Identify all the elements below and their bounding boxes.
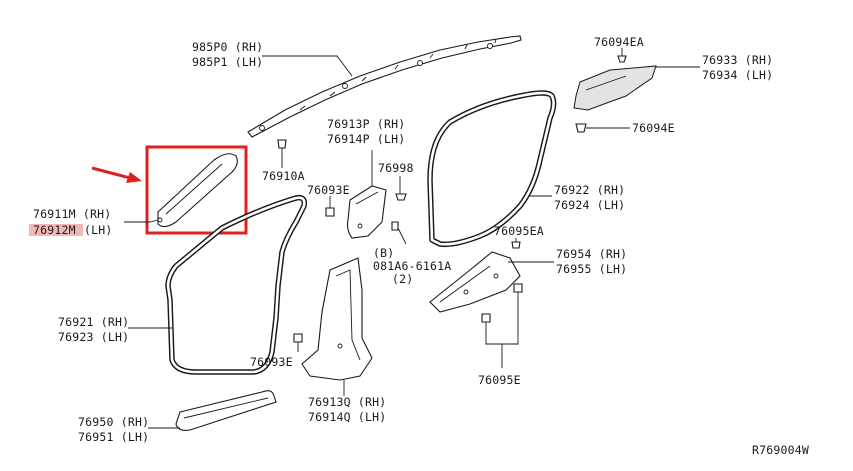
label-76095ea: 76095EA: [494, 224, 544, 238]
clip-76093e-bottom: [293, 333, 303, 352]
label-76093e-top: 76093E: [307, 183, 350, 197]
c-pillar-garnish: [573, 65, 657, 111]
clip-76095ea: [511, 238, 521, 249]
rear-kick-plate: [429, 251, 521, 313]
bolt-081a6: [391, 221, 407, 245]
label-bolt-callout: (B): [373, 246, 394, 260]
clip-76998: [395, 176, 407, 201]
label-rear-kick-lh: 76955 (LH): [556, 262, 627, 276]
b-pillar-lower-garnish: [301, 257, 373, 381]
label-c-pillar-lh: 76934 (LH): [702, 68, 773, 82]
label-b-upper-rh: 76913P (RH): [327, 117, 405, 131]
label-c-pillar-rh: 76933 (RH): [702, 53, 773, 67]
label-76093e-bottom: 76093E: [250, 355, 293, 369]
label-b-upper-lh: 76914P (LH): [327, 132, 405, 146]
label-kick-rh: 76950 (RH): [78, 415, 149, 429]
label-a-pillar-lh-side: (LH): [84, 223, 113, 237]
clip-76093e-top: [325, 196, 335, 217]
leader-a-pillar: [124, 219, 159, 223]
label-b-lower-rh: 76913Q (RH): [308, 395, 386, 409]
clip-76094e: [575, 123, 630, 133]
label-kick-lh: 76951 (LH): [78, 430, 149, 444]
leader-airbag: [262, 55, 353, 77]
b-pillar-upper-garnish: [346, 185, 387, 239]
clip-76094ea: [617, 48, 627, 63]
label-bolt-part: 081A6-6161A: [373, 259, 451, 273]
label-bolt-qty: (2): [392, 272, 413, 286]
front-weatherstrip: [165, 194, 308, 375]
label-rear-kick-rh: 76954 (RH): [556, 247, 627, 261]
front-kick-plate: [175, 390, 277, 431]
label-b-lower-lh: 76914Q (LH): [308, 410, 386, 424]
a-pillar-garnish: [157, 153, 238, 228]
label-front-weather-lh: 76923 (LH): [58, 330, 129, 344]
highlight-part-number: [29, 224, 83, 236]
rear-weatherstrip: [427, 90, 557, 248]
label-a-pillar-rh: 76911M (RH): [33, 207, 111, 221]
label-76094e: 76094E: [632, 121, 675, 135]
highlight-box: [145, 145, 248, 235]
diagram-id: R769004W: [752, 443, 809, 457]
label-airbag-rh: 985P0 (RH): [192, 40, 263, 54]
label-rear-weather-rh: 76922 (RH): [554, 183, 625, 197]
highlight-arrow: [91, 166, 142, 183]
label-a-pillar-lh-code: 76912M: [33, 223, 76, 237]
label-rear-weather-lh: 76924 (LH): [554, 198, 625, 212]
curtain-airbag: [247, 35, 522, 138]
label-76910a: 76910A: [262, 169, 305, 183]
label-76094ea: 76094EA: [594, 35, 644, 49]
clip-76095e: [481, 283, 523, 368]
label-airbag-lh: 985P1 (LH): [192, 55, 263, 69]
label-76095e: 76095E: [478, 373, 521, 387]
clip-76910a: [277, 139, 287, 168]
label-front-weather-rh: 76921 (RH): [58, 315, 129, 329]
label-76998: 76998: [378, 161, 414, 175]
